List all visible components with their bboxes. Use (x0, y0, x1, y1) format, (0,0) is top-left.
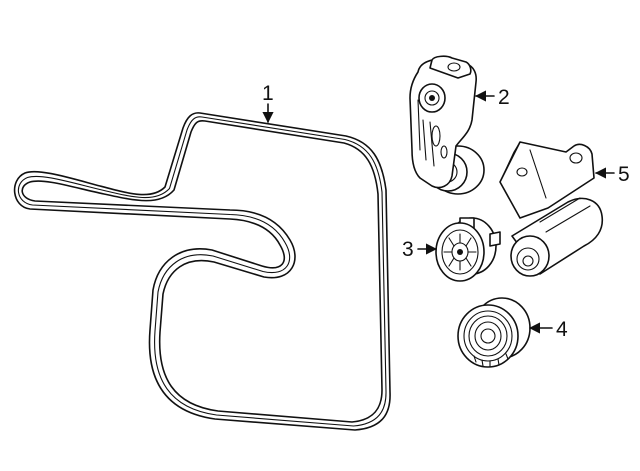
belt-tensioner[interactable] (409, 55, 485, 195)
callout-label-1: 1 (262, 82, 274, 105)
idler-upper-shaft (489, 231, 501, 247)
bracket-fold-line (499, 141, 547, 199)
belt-inner-edge (21, 119, 383, 423)
idler-pulley-upper[interactable] (435, 217, 501, 282)
callout-label-2: 2 (498, 86, 510, 109)
idler-upper-spokes (443, 233, 477, 271)
idler-lower-rim-ticks (473, 353, 509, 368)
callout-5: 5 (594, 163, 630, 186)
callout-2: 2 (474, 86, 510, 109)
serpentine-belt[interactable] (13, 112, 391, 431)
tensioner-slot-small (440, 145, 448, 159)
idler-lower-hub (480, 328, 496, 344)
callout-label-3: 3 (402, 238, 414, 261)
callout-4: 4 (528, 318, 568, 341)
tensioner-arm-rib (417, 99, 435, 167)
callout-1: 1 (262, 82, 274, 124)
idler-upper-bolt (457, 249, 463, 255)
cylinder-rib (539, 197, 591, 233)
tensioner-pivot-bolt (429, 95, 435, 101)
idler-pulley-lower[interactable] (457, 297, 531, 368)
tensioner-slot (431, 125, 441, 147)
callout-label-5: 5 (618, 163, 630, 186)
tensioner-bracket-assembly[interactable] (499, 141, 604, 277)
callout-label-4: 4 (556, 318, 568, 341)
belt-rib-line (18, 116, 387, 427)
callout-3: 3 (402, 238, 438, 261)
bracket-hole-lower (516, 167, 528, 177)
bracket-hole-upper (569, 152, 583, 164)
tensioner-mount-hole (447, 62, 461, 72)
cylinder-end-bolt (522, 255, 534, 267)
belt-outer-edge (13, 112, 391, 431)
